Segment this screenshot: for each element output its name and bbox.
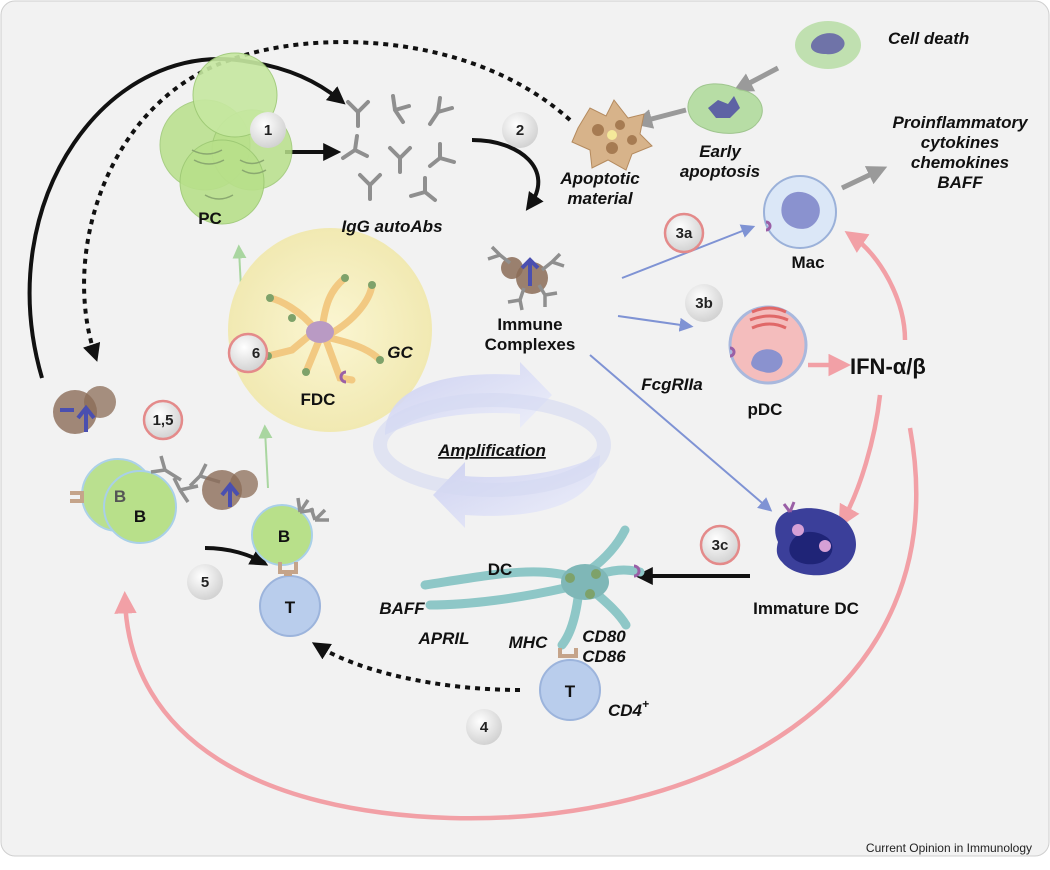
baff-label: BAFF bbox=[379, 599, 425, 618]
arrow-ifn-to-immature-dc bbox=[838, 394, 883, 528]
step-label-2: 2 bbox=[516, 122, 524, 139]
proinflammatory-label-line2: cytokines bbox=[921, 133, 999, 152]
cd80-label: CD80 bbox=[582, 627, 626, 646]
mature-dc-cell bbox=[420, 525, 645, 658]
ifn-label: IFN-α/β bbox=[850, 354, 926, 379]
early-apoptosis-label-line1: Early bbox=[699, 142, 742, 161]
proinflammatory-label-line1: Proinflammatory bbox=[892, 113, 1029, 132]
apoptotic-material bbox=[571, 99, 653, 171]
b-cell-cluster bbox=[53, 386, 258, 544]
igg-antibodies bbox=[341, 94, 456, 202]
april-label: APRIL bbox=[418, 629, 470, 648]
cd4-label: CD4+ bbox=[608, 697, 649, 720]
text-labels: Cell death Early apoptosis Apoptotic mat… bbox=[114, 29, 1032, 855]
cell-death-cell bbox=[795, 21, 861, 69]
step-marker-5: 5 bbox=[187, 564, 223, 600]
macrophage-cell bbox=[763, 175, 837, 249]
gc-label: GC bbox=[387, 343, 413, 362]
plasma-cells bbox=[159, 52, 293, 225]
immature-dc-label: Immature DC bbox=[753, 599, 859, 618]
mhc-label: MHC bbox=[509, 633, 548, 652]
credit-label: Current Opinion in Immunology bbox=[866, 841, 1032, 855]
pdc-cell bbox=[728, 305, 808, 385]
step-marker-4: 4 bbox=[466, 709, 502, 745]
step-marker-3a: 3a bbox=[663, 212, 705, 254]
proinflammatory-label-line3: chemokines bbox=[911, 153, 1009, 172]
pc-label: PC bbox=[198, 209, 222, 228]
step-label-4: 4 bbox=[480, 719, 489, 736]
arrow-b-to-gc bbox=[258, 424, 273, 489]
arrow-ifn-to-b bbox=[114, 427, 919, 821]
immune-complexes-label-line2: Complexes bbox=[485, 335, 576, 354]
arrow-step2 bbox=[471, 138, 544, 211]
apoptotic-material-label-line2: material bbox=[567, 189, 633, 208]
amplification-cycle bbox=[373, 362, 611, 528]
step-label-3a: 3a bbox=[676, 225, 693, 242]
b-cell-label-center: B bbox=[278, 527, 290, 546]
apoptotic-material-label-line1: Apoptotic bbox=[559, 169, 640, 188]
step-label-6: 6 bbox=[252, 345, 260, 362]
b-cell-center bbox=[251, 497, 329, 637]
immune-complexes-label-line1: Immune bbox=[497, 315, 562, 334]
arrow-early-to-apoptotic bbox=[632, 107, 687, 129]
arrow-b-to-igg bbox=[27, 57, 346, 379]
early-apoptosis-label-line2: apoptosis bbox=[680, 162, 760, 181]
cd4-t-cell-label: T bbox=[565, 682, 576, 701]
fcg-label: FcgRIIa bbox=[641, 375, 702, 394]
step-marker-1-5: 1,5 bbox=[142, 399, 184, 441]
step-marker-3c: 3c bbox=[699, 524, 741, 566]
step-label-5: 5 bbox=[201, 574, 209, 591]
mac-label: Mac bbox=[791, 253, 824, 272]
immature-dc-cell bbox=[775, 501, 856, 576]
cd4-t-cell bbox=[539, 659, 601, 721]
amplification-label: Amplification bbox=[437, 441, 546, 460]
pdc-label: pDC bbox=[748, 400, 783, 419]
arrow-ic-to-immature-dc bbox=[589, 354, 773, 512]
b-cell-label-back: B bbox=[114, 487, 126, 506]
step-label-3c: 3c bbox=[712, 537, 729, 554]
arrow-step5 bbox=[204, 546, 269, 566]
arrow-mac-to-cytokines bbox=[840, 166, 888, 191]
arrow-death-to-early bbox=[732, 65, 780, 92]
arrow-ifn-to-mac bbox=[844, 230, 908, 341]
step-marker-3b: 3b bbox=[685, 284, 723, 322]
step-label-1-5: 1,5 bbox=[153, 412, 174, 429]
igg-label: IgG autoAbs bbox=[341, 217, 442, 236]
step-marker-6: 6 bbox=[227, 332, 269, 374]
arrow-ic-to-pdc bbox=[617, 315, 694, 332]
early-apoptosis-cell bbox=[687, 83, 763, 134]
fdc-cell bbox=[264, 274, 384, 384]
cell-death-label: Cell death bbox=[888, 29, 969, 48]
cd86-label: CD86 bbox=[582, 647, 626, 666]
step-circles: 1 2 3a 3b 3c 6 1,5 5 bbox=[142, 112, 741, 745]
step-label-1: 1 bbox=[264, 122, 272, 139]
immune-complex bbox=[487, 245, 565, 311]
step-marker-2: 2 bbox=[502, 112, 538, 148]
dc-label: DC bbox=[488, 560, 513, 579]
t-cell-label: T bbox=[285, 598, 296, 617]
proinflammatory-label-line4: BAFF bbox=[937, 173, 983, 192]
step-label-3b: 3b bbox=[695, 295, 713, 312]
step-marker-1: 1 bbox=[250, 112, 286, 148]
b-cell-label-front: B bbox=[134, 507, 146, 526]
fdc-label: FDC bbox=[301, 390, 336, 409]
